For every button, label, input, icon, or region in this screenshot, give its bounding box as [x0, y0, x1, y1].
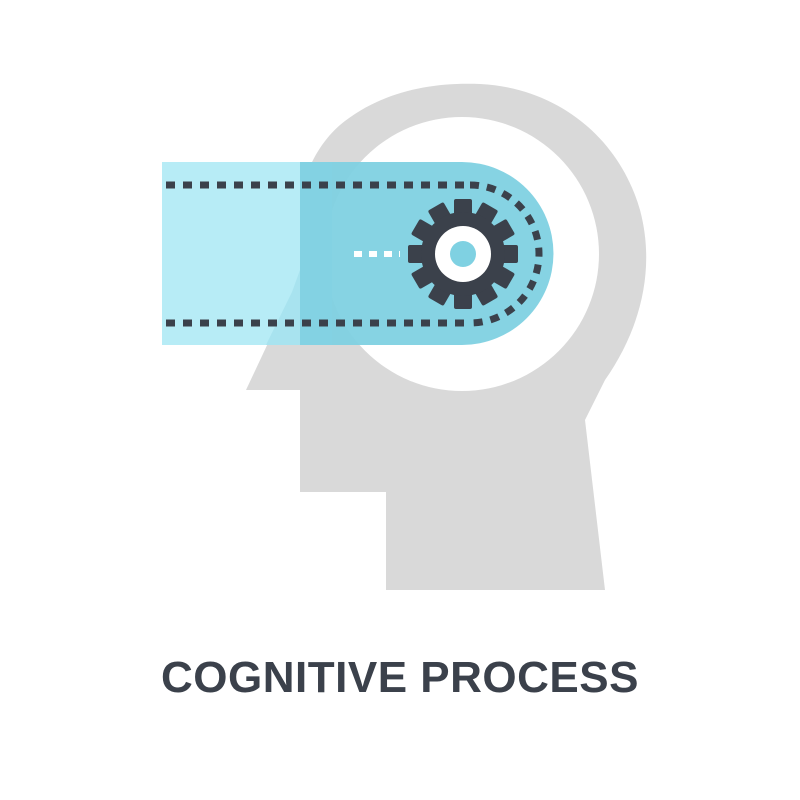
caption-title: COGNITIVE PROCESS [161, 653, 639, 702]
cognitive-process-illustration [162, 83, 647, 590]
film-strip-curve-dashes [469, 181, 543, 327]
gear-icon [408, 199, 518, 309]
